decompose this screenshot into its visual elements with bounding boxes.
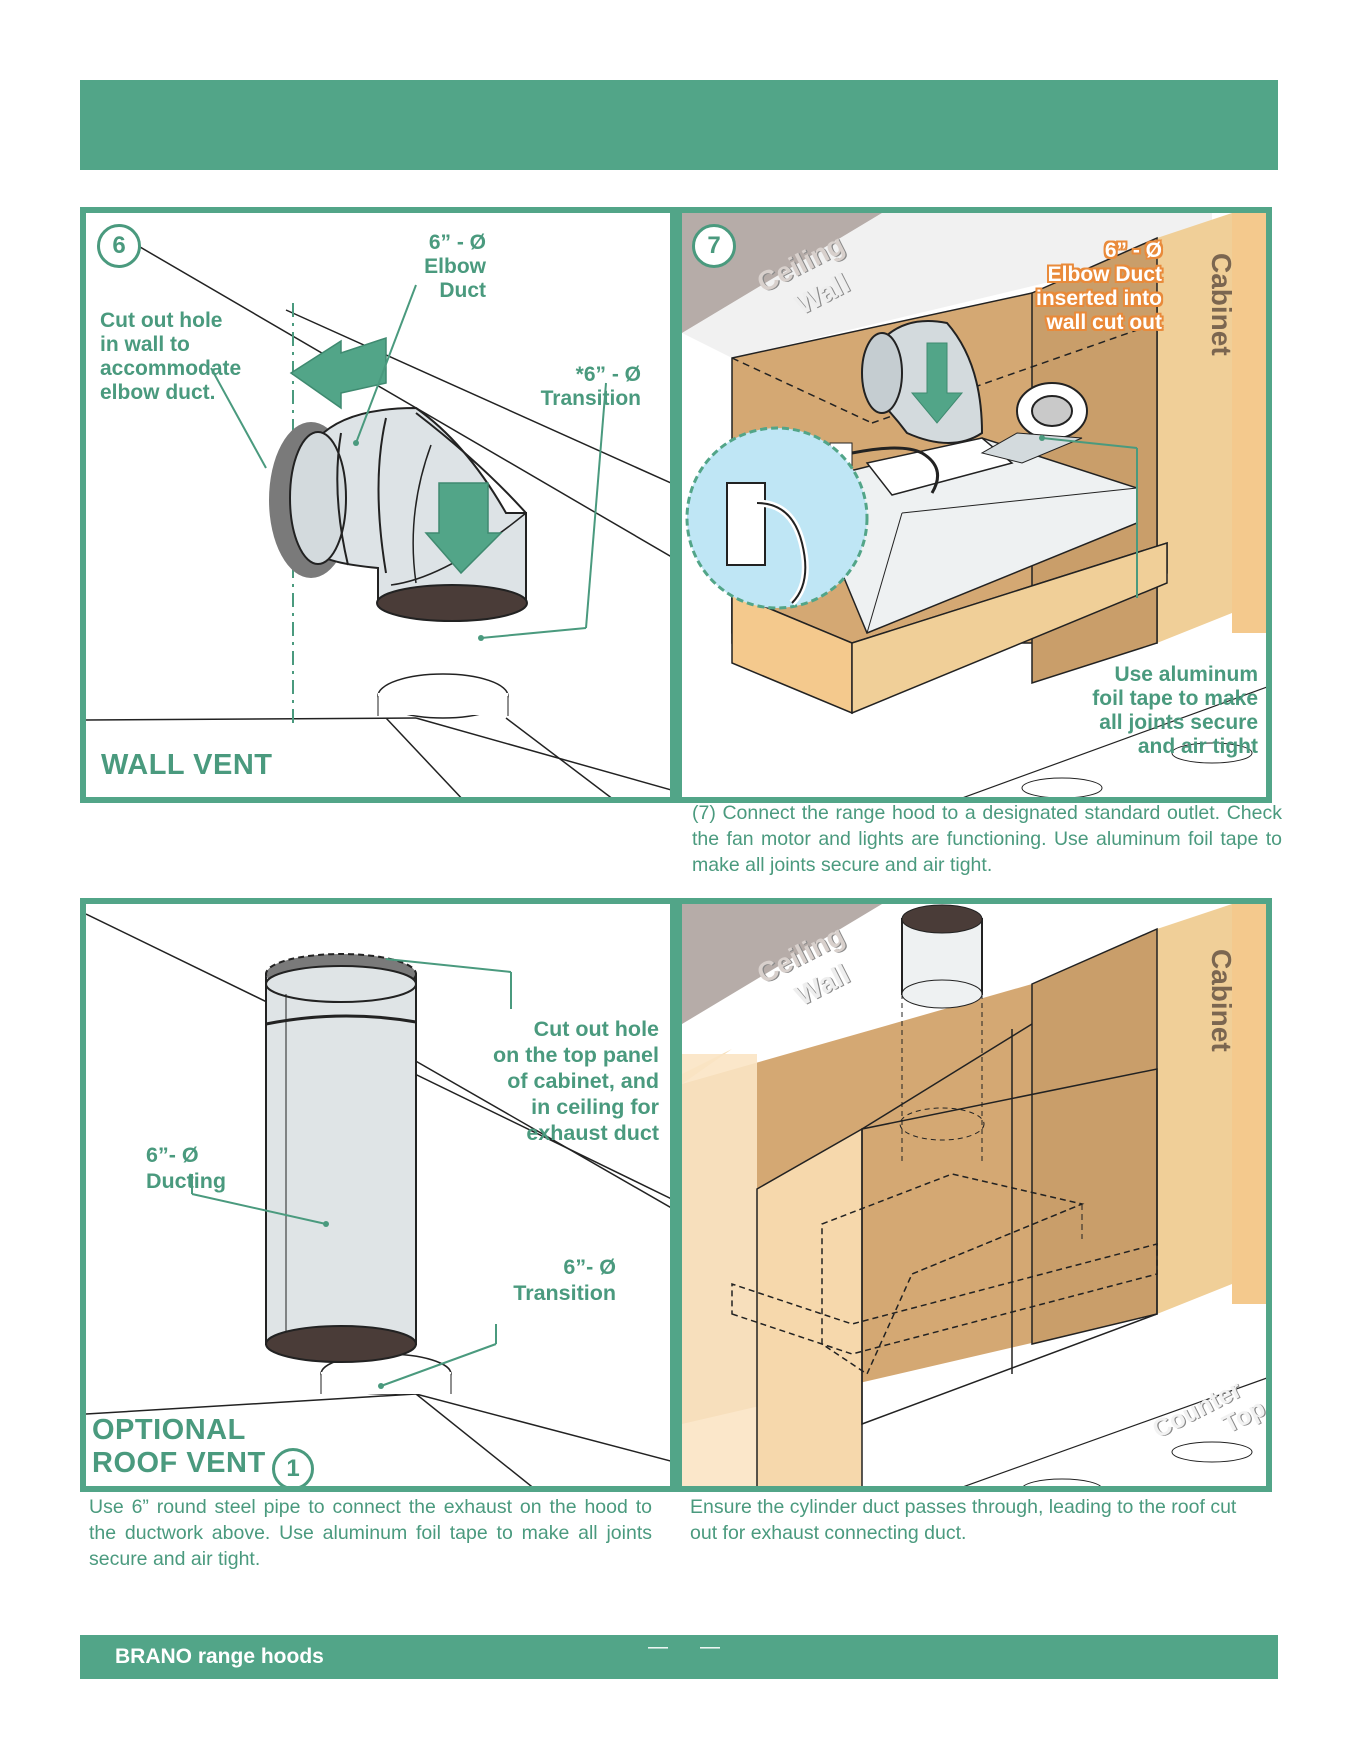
panel-duct-through-cabinet: Ceiling Wall Cabinet Counter Top <box>676 898 1272 1492</box>
step-badge: 7 <box>692 224 736 268</box>
footer-band <box>80 1635 1278 1679</box>
cabinet-label: Cabinet <box>1206 253 1237 356</box>
cabinet-caption: Ensure the cylinder duct passes through,… <box>690 1496 1237 1544</box>
roof-vent-illustration <box>86 913 670 1486</box>
footer-dash-left: — <box>648 1636 668 1658</box>
duct-through-cabinet-illustration <box>682 904 1266 1486</box>
panel-title: WALL VENT <box>101 749 273 781</box>
cabinet-label: Cabinet <box>1206 949 1237 1052</box>
roof-vent-badge: 1 <box>272 1448 314 1486</box>
footer-dash-right: — <box>700 1636 720 1658</box>
footer-brand: BRANO range hoods <box>115 1645 324 1668</box>
wall-vent-illustration <box>86 232 670 797</box>
roof-vent-caption: Use 6” round steel pipe to connect the e… <box>89 1496 652 1570</box>
step7-caption: (7) Connect the range hood to a designat… <box>692 802 1282 876</box>
header-band <box>80 80 1278 170</box>
step-badge: 6 <box>97 224 141 268</box>
